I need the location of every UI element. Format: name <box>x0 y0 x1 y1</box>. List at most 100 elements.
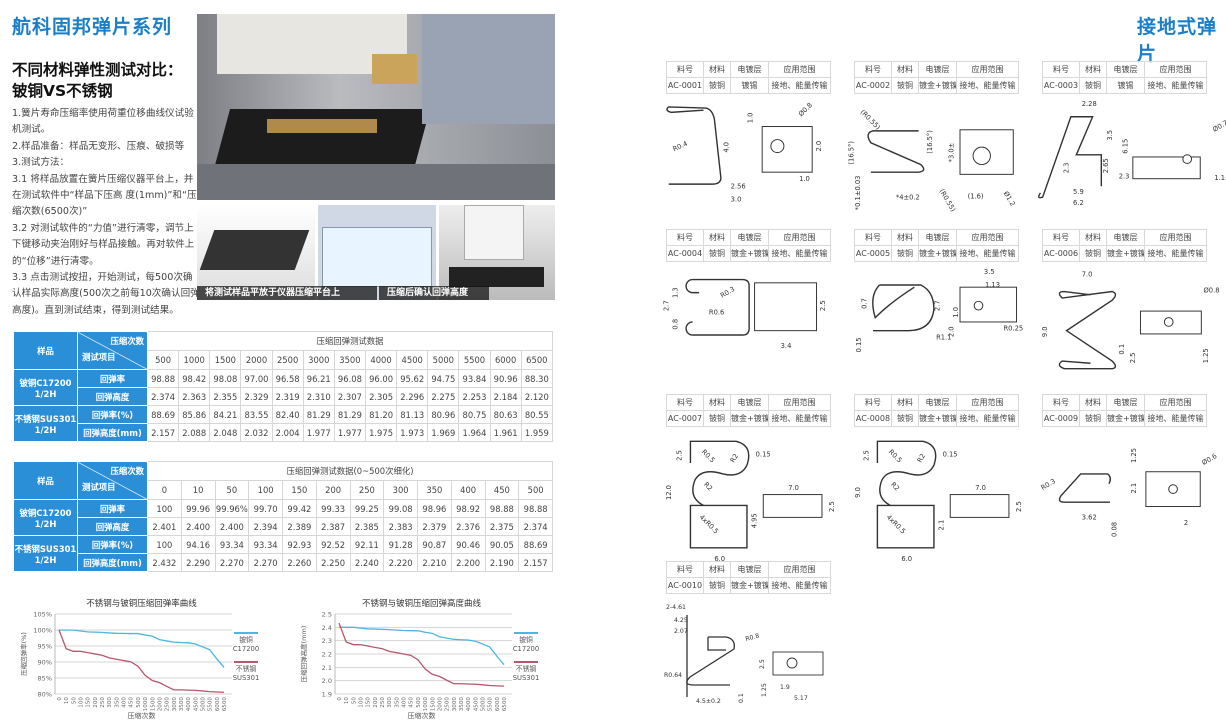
table-cell: 93.84 <box>458 369 491 388</box>
hole-icon <box>1168 484 1178 494</box>
brand-title: 航科固邦弹片系列 <box>12 16 173 38</box>
dimension-label: 2.0 <box>947 326 955 337</box>
spec-material: 铍铜 <box>891 410 919 427</box>
spec-header: 料号 <box>666 229 704 246</box>
x-tick-label: 100 <box>79 697 85 708</box>
spec-code: AC-0008 <box>854 410 892 427</box>
table-cell: 2.383 <box>383 517 418 536</box>
spec-header-row: 料号材料电镀层应用范围 <box>666 561 831 578</box>
dimension-label: 2-4.61 <box>666 604 686 611</box>
sample-name: 不锈钢SUS301 <box>14 543 77 554</box>
sample-name: 铍铜C17200 <box>19 507 72 518</box>
dimension-label: 1.0 <box>746 113 754 124</box>
table-cell: 84.21 <box>209 405 242 424</box>
dimension-label: Ø1.2 <box>1002 190 1017 208</box>
dimension-label: 3.5 <box>1106 130 1114 141</box>
x-tick-label: 3500 <box>459 697 465 712</box>
side-view-outline <box>707 637 726 651</box>
table-cell: 90.96 <box>489 369 522 388</box>
side-view-outline <box>1058 473 1111 503</box>
side-view-outline <box>692 278 750 336</box>
table-cell: 2.190 <box>484 553 520 572</box>
table-cell: 2.184 <box>489 387 522 406</box>
y-tick-label: 1.9 <box>322 691 332 699</box>
x-tick-label: 3000 <box>172 697 178 712</box>
spec-header: 应用范围 <box>956 61 1019 78</box>
top-view-outline <box>959 286 1018 323</box>
legend-label: SUS301 <box>233 674 260 682</box>
x-tick-label: 6500 <box>502 697 508 712</box>
dimension-label: Ø0.8 <box>1204 287 1220 295</box>
table-cell: 94.16 <box>180 535 216 554</box>
x-tick-label: 100 <box>359 697 365 708</box>
intro-paragraph: 3.1 将样品放置在簧片压缩仪器平台上，并在测试软件中“样品下压高 度(1mm)… <box>12 173 197 218</box>
table-cell: 98.08 <box>209 369 242 388</box>
spec-header-row: 料号材料电镀层应用范围 <box>854 61 1019 78</box>
column-header: 400 <box>450 480 486 500</box>
side-view-outline <box>867 130 925 173</box>
table-cell: 90.46 <box>450 535 486 554</box>
dimension-label: 2.0 <box>815 141 823 152</box>
table-cell: 96.58 <box>271 369 304 388</box>
dimension-label: 3.0 <box>731 196 742 204</box>
dimension-label: 6.0 <box>714 555 725 563</box>
column-header: 450 <box>484 480 520 500</box>
table-cell: 1.975 <box>364 423 398 442</box>
spec-header: 电镀层 <box>918 229 957 246</box>
side-view-outline <box>666 106 722 185</box>
spec-header: 应用范围 <box>1144 394 1207 411</box>
dimension-label: 7.0 <box>1082 270 1093 278</box>
dimension-label: 2.65 <box>1102 158 1110 173</box>
test-item-label: 回弹高度 <box>77 517 148 536</box>
dimension-label: 2 <box>1184 519 1188 527</box>
spec-application: 接地、能量传输 <box>768 410 831 427</box>
table-cell: 82.40 <box>271 405 304 424</box>
dimension-label: 0.15 <box>855 337 863 352</box>
dimension-label: 2.1 <box>938 520 946 531</box>
dimension-label: 2.5 <box>1015 501 1023 512</box>
table-cell: 2.374 <box>518 517 553 536</box>
table-cell: 80.55 <box>520 405 554 424</box>
dimension-label: *4±0.2 <box>896 193 920 201</box>
dimension-label: Ø0.8 <box>797 101 814 118</box>
header-row: 样品压缩次数测试项目压缩回弹测试数据(0~500次细化) <box>13 461 553 500</box>
table-cell: 91.28 <box>383 535 418 554</box>
legend-label: 不锈钢 <box>236 664 257 673</box>
column-header: 50 <box>214 480 250 500</box>
test-machine-photo <box>197 14 555 200</box>
side-view-outline <box>685 321 693 336</box>
table-cell: 96.21 <box>302 369 335 388</box>
column-header: 250 <box>349 480 385 500</box>
test-item-label: 回弹率 <box>77 499 148 518</box>
series-line-1 <box>338 622 505 687</box>
dimension-label: 9.0 <box>1041 326 1049 337</box>
table-cell: 96.08 <box>333 369 366 388</box>
chart-title: 不锈钢与铍铜压缩回弹率曲线 <box>86 598 197 609</box>
table-cell: 2.220 <box>383 553 418 572</box>
dimension-label: 2.3 <box>1119 173 1130 181</box>
table-cell: 2.270 <box>214 553 250 572</box>
side-view-outline <box>872 284 915 319</box>
rebound-height-photo <box>439 205 555 300</box>
dimension-label: 0.08 <box>1111 522 1119 537</box>
y-axis-label: 压缩回弹高度(mm) <box>299 626 308 683</box>
spec-plating: 镀锡 <box>1106 77 1145 94</box>
table-cell: 99.96 <box>180 499 216 518</box>
dimension-label: 0.15 <box>756 451 771 459</box>
intro-paragraph: 1.簧片寿命压缩率使用荷重位移曲线仪试验机测试。 <box>12 108 194 136</box>
spec-header: 应用范围 <box>956 229 1019 246</box>
dimension-label: (R0.55) <box>859 108 883 132</box>
dimension-label: R0.6 <box>709 308 724 316</box>
spec-header: 电镀层 <box>1106 229 1145 246</box>
dimension-label: Ø0.75±0.1 <box>1211 108 1226 133</box>
spec-header: 电镀层 <box>1106 61 1145 78</box>
